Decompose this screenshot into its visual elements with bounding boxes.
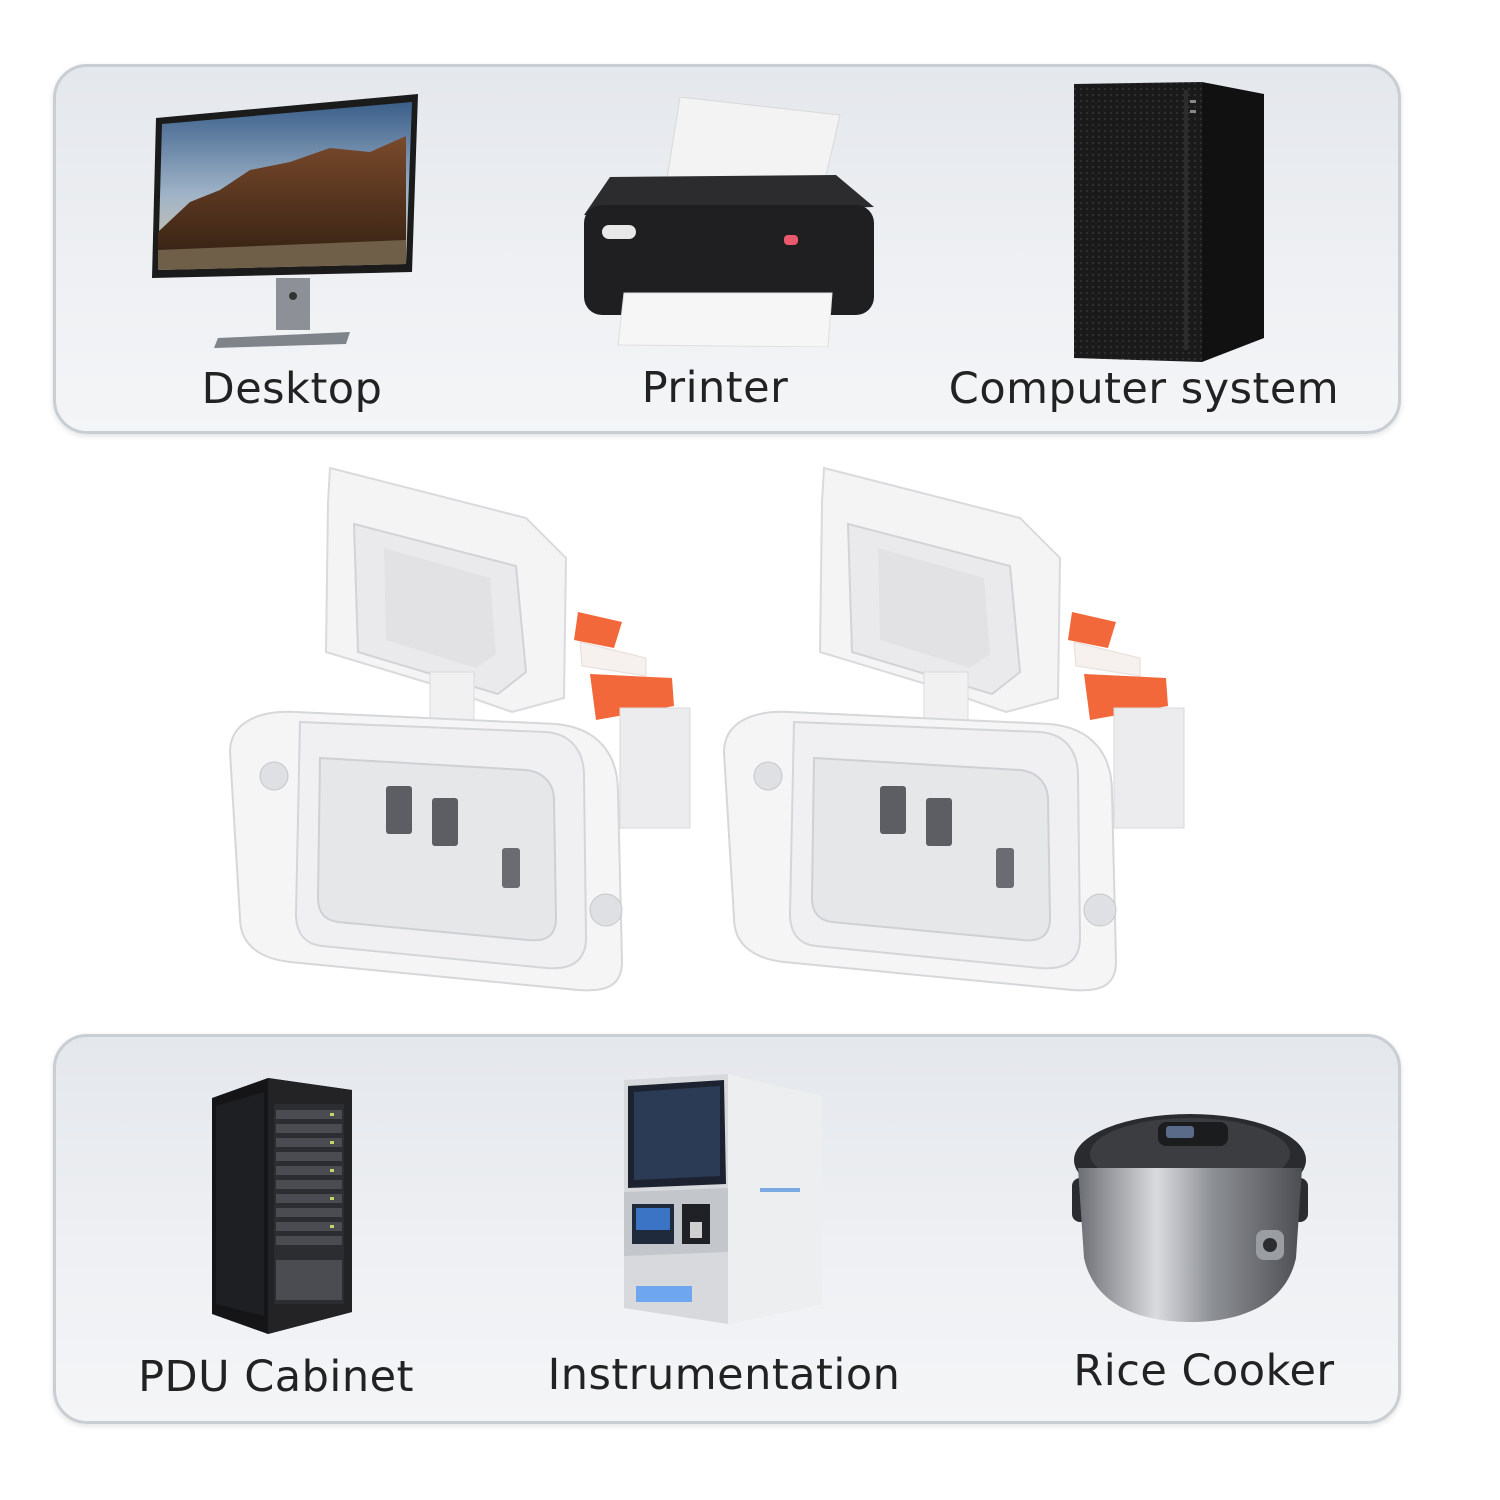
label-pdu-cabinet: PDU Cabinet — [138, 1352, 414, 1402]
server-rack-icon — [212, 1078, 352, 1334]
monitor-icon — [152, 94, 418, 348]
printer-icon — [584, 97, 874, 347]
label-printer: Printer — [641, 363, 789, 413]
label-computer-system: Computer system — [948, 364, 1340, 414]
instrument-machine-icon — [624, 1074, 822, 1324]
label-instrumentation: Instrumentation — [547, 1350, 901, 1400]
iec-c14-inlet-socket-icon — [722, 466, 1185, 992]
pc-tower-icon — [1074, 82, 1264, 362]
rice-cooker-icon — [1072, 1114, 1308, 1322]
label-desktop: Desktop — [201, 364, 383, 414]
iec-c14-inlet-socket-icon — [228, 466, 691, 992]
label-rice-cooker: Rice Cooker — [1073, 1346, 1335, 1396]
